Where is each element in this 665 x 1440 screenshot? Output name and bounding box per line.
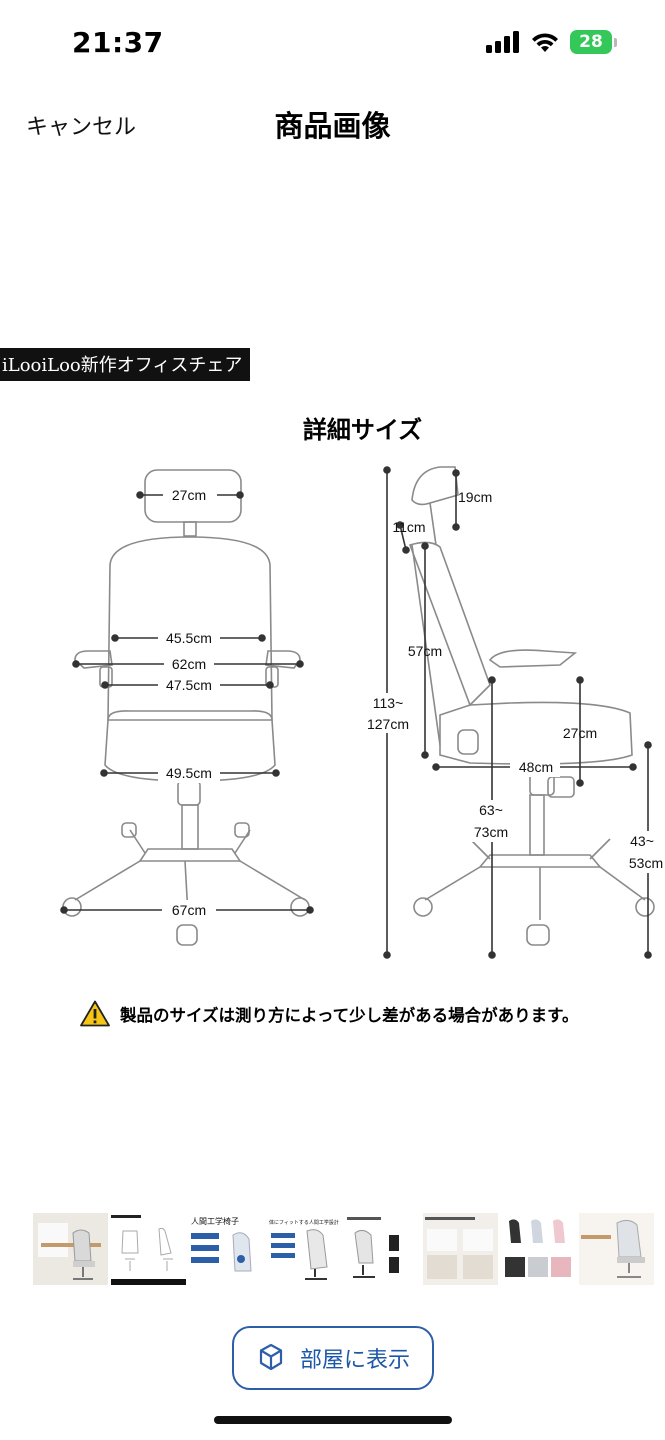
thumbnail-2[interactable] bbox=[111, 1213, 186, 1285]
detail-size-title: 詳細サイズ bbox=[302, 415, 423, 444]
dim-arm-floor-2: 73cm bbox=[474, 824, 508, 840]
dim-armrest-height: 27cm bbox=[563, 725, 597, 741]
status-time: 21:37 bbox=[72, 26, 164, 59]
dim-arm-floor-1: 63~ bbox=[479, 802, 503, 818]
dim-inner-arm-width: 47.5cm bbox=[166, 677, 212, 693]
thumbnail-3[interactable]: 人間工学椅子 bbox=[189, 1213, 264, 1285]
caution-text: 製品のサイズは測り方によって少し差がある場合があります。 bbox=[120, 1005, 579, 1025]
view-in-room-label: 部屋に表示 bbox=[299, 1348, 410, 1373]
battery-tip bbox=[614, 37, 617, 47]
dim-seat-depth: 48cm bbox=[519, 759, 553, 775]
page-title: 商品画像 bbox=[274, 109, 391, 143]
thumb4-title: 体にフィットする人間工学設計 bbox=[269, 1219, 339, 1226]
cellular-signal-icon bbox=[486, 31, 519, 53]
product-image[interactable]: iLooiLoo新作オフィスチェア 詳細サイズ bbox=[0, 340, 665, 1050]
status-icons: 28 bbox=[486, 30, 617, 54]
battery-level: 28 bbox=[570, 30, 612, 54]
dim-headrest-height: 19cm bbox=[458, 489, 492, 505]
dim-headrest-gap: 11cm bbox=[392, 519, 425, 535]
thumbnail-strip: 人間工学椅子 体にフィットする人間工学設計 bbox=[33, 1213, 665, 1293]
wifi-icon bbox=[532, 33, 558, 52]
dim-headrest-width: 27cm bbox=[172, 487, 206, 503]
warning-icon bbox=[80, 1000, 110, 1027]
view-in-room-button[interactable]: 部屋に表示 bbox=[232, 1326, 434, 1390]
dim-base-width: 67cm bbox=[172, 902, 206, 918]
cancel-button[interactable]: キャンセル bbox=[26, 115, 137, 140]
battery-indicator: 28 bbox=[570, 30, 617, 54]
thumbnail-8[interactable] bbox=[579, 1213, 654, 1285]
status-bar: 21:37 28 bbox=[0, 0, 665, 90]
chair-dimension-diagram: 27cm 45.5cm 62cm 47.5cm 49.5cm 67cm 19cm… bbox=[60, 466, 665, 959]
thumbnail-1[interactable] bbox=[33, 1213, 108, 1285]
nav-bar: キャンセル 商品画像 bbox=[0, 95, 665, 155]
dim-back-width: 45.5cm bbox=[166, 630, 212, 646]
thumbnail-4[interactable]: 体にフィットする人間工学設計 bbox=[267, 1213, 342, 1285]
dim-total-height-1: 113~ bbox=[373, 695, 404, 711]
home-indicator[interactable] bbox=[214, 1416, 452, 1424]
dim-seat-height-2: 53cm bbox=[629, 855, 663, 871]
dim-seat-height-1: 43~ bbox=[630, 833, 654, 849]
ar-cube-icon bbox=[259, 1343, 283, 1371]
dim-seat-width: 49.5cm bbox=[166, 765, 212, 781]
thumbnail-7[interactable] bbox=[501, 1213, 576, 1285]
brand-banner: iLooiLoo新作オフィスチェア bbox=[0, 348, 251, 381]
dim-total-height-2: 127cm bbox=[367, 716, 409, 732]
dim-back-height: 57cm bbox=[408, 643, 442, 659]
dim-arm-span: 62cm bbox=[172, 656, 206, 672]
caution-row: 製品のサイズは測り方によって少し差がある場合があります。 bbox=[80, 1000, 579, 1027]
thumbnail-6[interactable] bbox=[423, 1213, 498, 1285]
thumb3-title: 人間工学椅子 bbox=[191, 1216, 239, 1226]
thumbnail-5[interactable] bbox=[345, 1213, 420, 1285]
